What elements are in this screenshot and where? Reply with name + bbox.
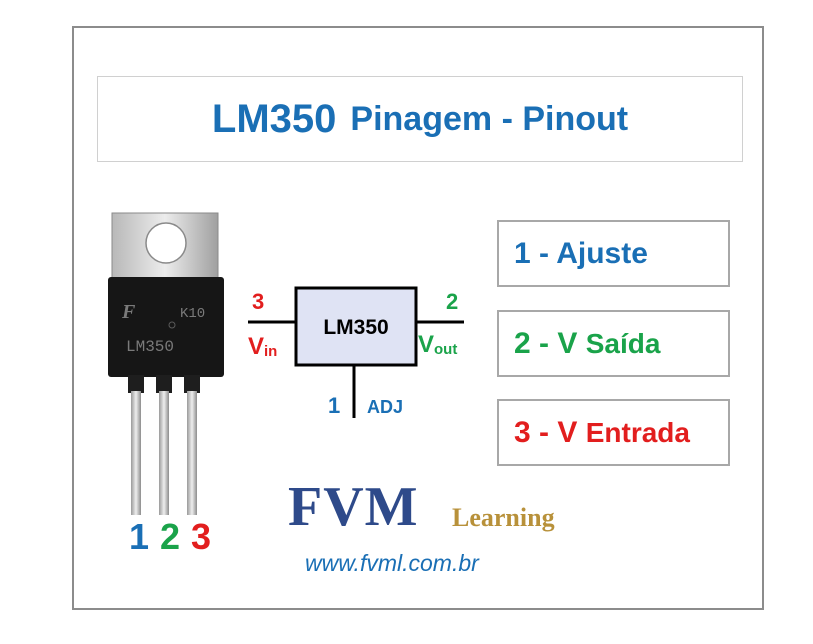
pin-legend-2: 2 - V Saída: [497, 310, 730, 377]
package-marking-top: K10: [180, 306, 205, 322]
adj-pin-number: 1: [328, 393, 340, 418]
pin-legend-3-name: V: [557, 415, 578, 449]
pin-legend-1: 1 - Ajuste: [497, 220, 730, 287]
pin-legend-2-suffix: Saída: [585, 327, 661, 359]
block-label: LM350: [323, 316, 388, 339]
pin-legend-3: 3 - V Entrada: [497, 399, 730, 466]
package-body: [108, 277, 224, 377]
pin-legend-2-number: 2: [514, 326, 531, 360]
lead-shoulder-1: [128, 375, 144, 393]
pin-legend-3-text: 3 - V Entrada: [514, 416, 690, 450]
lead-2: [159, 391, 169, 515]
vin-label-main: V: [248, 333, 264, 360]
pin-legend-3-sep: -: [530, 415, 558, 449]
lead-shoulder-2: [156, 375, 172, 393]
package-pin-number-3: 3: [191, 516, 212, 557]
title-main: LM350: [211, 96, 337, 141]
pin-legend-1-number: 1: [514, 236, 531, 270]
manufacturer-logo-icon: F: [121, 301, 136, 323]
pin-legend-1-name: Ajuste: [556, 236, 648, 270]
vout-label-main: V: [418, 331, 434, 358]
mounting-hole: [145, 222, 187, 264]
package-marking-part: LM350: [126, 338, 174, 356]
vout-label: Vout: [418, 331, 457, 358]
to220-package-image: F K10 LM350: [108, 212, 224, 515]
adj-label: ADJ: [367, 397, 403, 417]
pin-legend-2-sep: -: [530, 326, 558, 360]
pin-legend-2-text: 2 - V Saída: [514, 327, 660, 361]
schematic-symbol: LM350 3 Vin 2 Vout 1 ADJ: [248, 286, 464, 418]
brand-logo: FVM: [288, 476, 419, 538]
title-box: LM350 Pinagem - Pinout: [97, 76, 743, 162]
package-pin-number-2: 2: [160, 516, 181, 557]
vin-label: Vin: [248, 333, 277, 360]
pin-legend-3-suffix: Entrada: [585, 416, 690, 448]
package-dot: [168, 321, 176, 329]
brand-logo-sub: Learning: [452, 503, 555, 532]
regulator-block: [294, 286, 418, 367]
pin-legend-1-sep: -: [530, 236, 557, 270]
vin-pin-number: 3: [252, 289, 264, 314]
pin-legend-3-number: 3: [514, 415, 531, 449]
lead-shoulder-3: [184, 375, 200, 393]
lead-1: [131, 391, 141, 515]
vin-label-sub: in: [264, 343, 277, 360]
vout-label-sub: out: [434, 341, 457, 358]
pin-legend-1-text: 1 - Ajuste: [514, 237, 648, 271]
lead-3: [187, 391, 197, 515]
vout-pin-number: 2: [446, 289, 458, 314]
brand-url: www.fvml.com.br: [305, 550, 479, 576]
package-pin-number-1: 1: [129, 516, 150, 557]
pin-legend-2-name: V: [557, 326, 578, 360]
title-sub: Pinagem - Pinout: [350, 99, 629, 138]
